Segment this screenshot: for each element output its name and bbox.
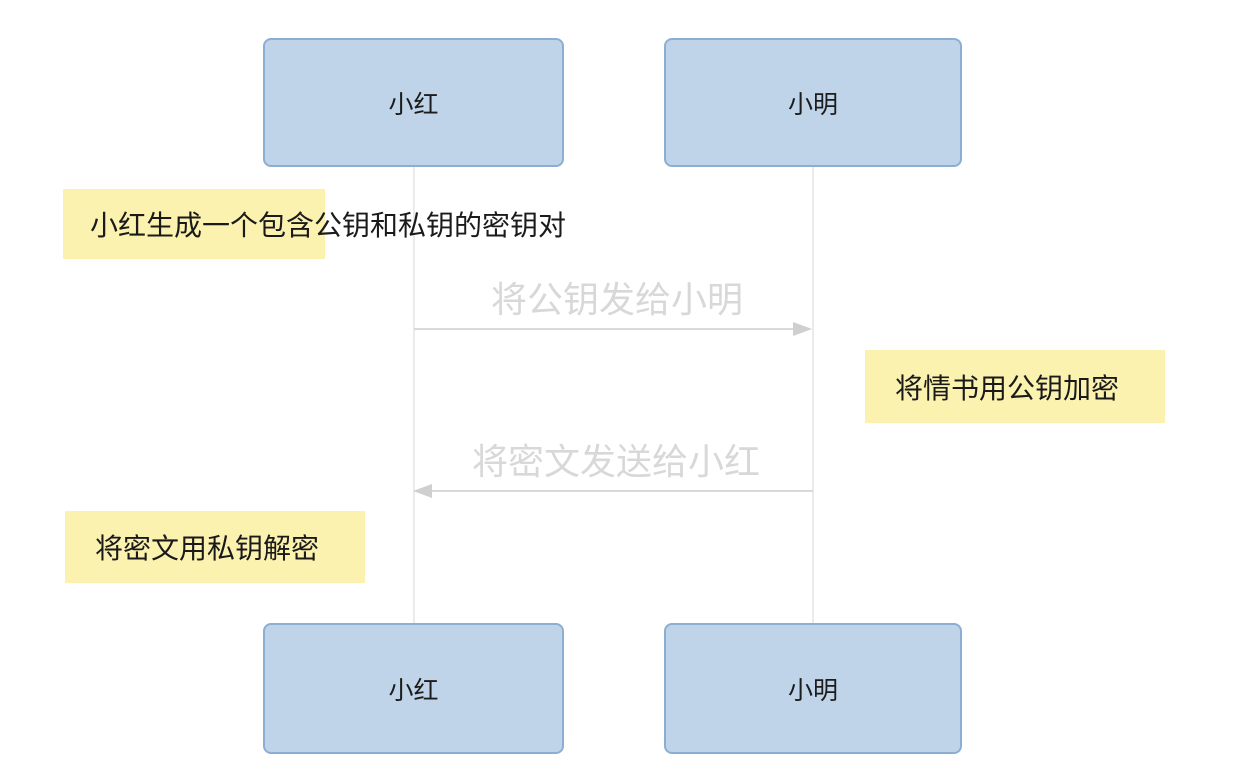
note-encrypt-with-public-key: 将情书用公钥加密 — [865, 350, 1165, 423]
message-line-send-ciphertext — [431, 490, 813, 492]
note-decrypt-with-private-key: 将密文用私钥解密 — [65, 511, 365, 583]
lifeline-xiaohong — [413, 167, 415, 623]
actor-label-xiaoming-top: 小明 — [787, 90, 838, 119]
actor-label-xiaoming-bottom: 小明 — [787, 676, 838, 705]
message-line-send-public-key — [414, 328, 794, 330]
message-label-send-public-key: 将公钥发给小明 — [490, 279, 744, 320]
actor-label-xiaohong-top: 小红 — [388, 90, 439, 119]
note-generate-keypair: 小红生成一个包含公钥和私钥的密钥对 — [63, 189, 566, 259]
actor-label-xiaohong-bottom: 小红 — [388, 676, 439, 705]
note-encrypt-text: 将情书用公钥加密 — [895, 372, 1120, 404]
message-label-send-ciphertext: 将密文发送给小红 — [471, 441, 761, 482]
actor-box-xiaoming-top: 小明 — [664, 38, 962, 167]
actor-box-xiaohong-bottom: 小红 — [263, 623, 564, 754]
actor-box-xiaohong-top: 小红 — [263, 38, 564, 167]
arrowhead-right-icon — [793, 322, 812, 336]
lifeline-xiaoming — [812, 167, 814, 623]
arrowhead-left-icon — [413, 484, 432, 498]
note-decrypt-text: 将密文用私钥解密 — [95, 533, 320, 564]
note-generate-keypair-text: 小红生成一个包含公钥和私钥的密钥对 — [90, 210, 567, 241]
actor-box-xiaoming-bottom: 小明 — [664, 623, 962, 754]
